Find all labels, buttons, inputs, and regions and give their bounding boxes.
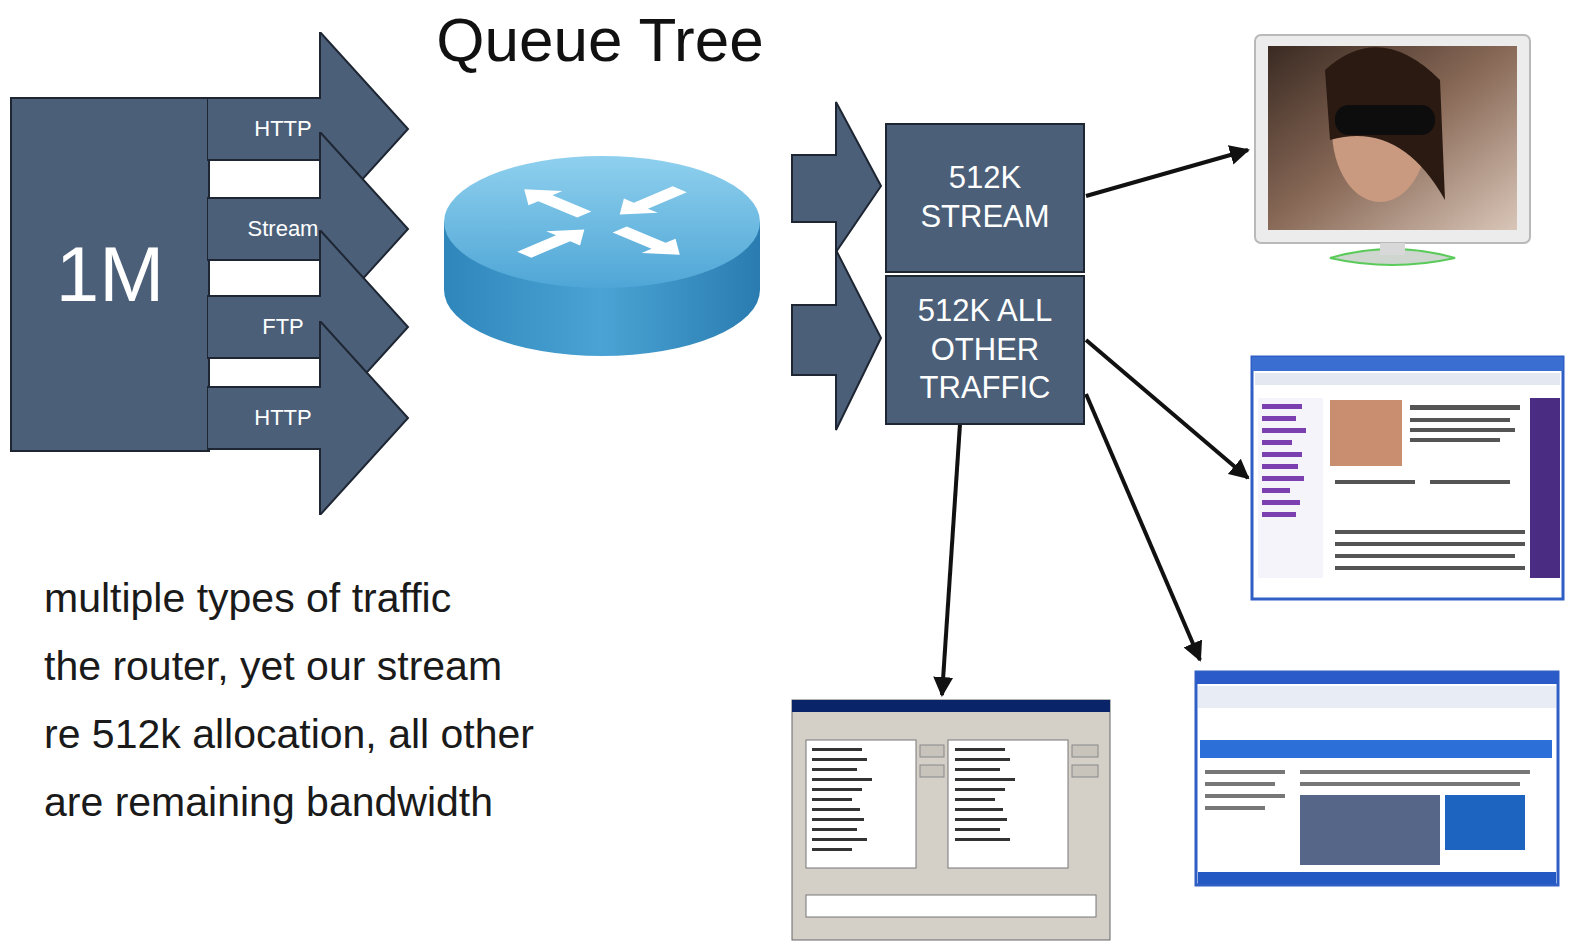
router-symbol — [444, 156, 760, 356]
note-text: the router, yet our stream — [44, 642, 502, 691]
node-text: 1M — [56, 226, 164, 324]
queue-box: 512K STREAM — [885, 123, 1085, 273]
bandwidth-box: 1M — [10, 97, 210, 452]
traffic-arrow: HTTP — [207, 321, 410, 515]
slide-title: Queue Tree — [380, 4, 820, 75]
ftp-screenshot — [792, 700, 1110, 940]
monitor-picture — [1255, 35, 1530, 265]
browser-screenshot — [1252, 357, 1563, 599]
node-text: 512K ALL OTHER TRAFFIC — [905, 292, 1065, 408]
note-text: re 512k allocation, all other — [44, 710, 534, 759]
note-text: are remaining bandwidth — [44, 778, 493, 827]
queue-box: 512K ALL OTHER TRAFFIC — [885, 275, 1085, 425]
node-text: HTTP — [227, 405, 339, 431]
browser-screenshot — [1196, 672, 1558, 885]
node-text: 512K STREAM — [905, 159, 1065, 237]
input-arrow — [792, 102, 881, 430]
note-text: multiple types of traffic — [44, 574, 451, 623]
